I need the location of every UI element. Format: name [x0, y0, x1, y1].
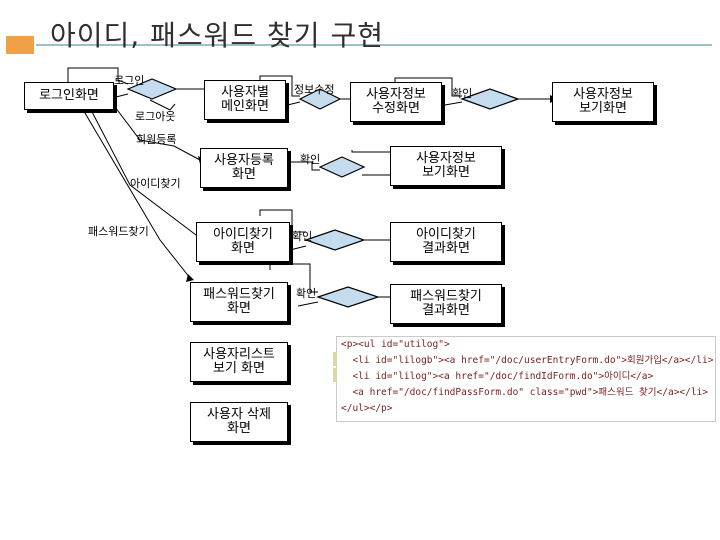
- box-id-find: 아이디찾기 화면: [196, 222, 290, 262]
- box-pw-find: 패스워드찾기 화면: [190, 282, 288, 322]
- arrow-pw-find: [186, 274, 194, 282]
- box-user-view: 사용자정보 보기화면: [390, 146, 502, 186]
- box-user-main: 사용자별 메인화면: [204, 80, 286, 120]
- decision-login: [126, 78, 178, 100]
- decision-pw-confirm: [316, 286, 380, 308]
- decision-edit-confirm: [460, 88, 520, 110]
- code-line: <p><ul id="utilog">: [341, 339, 450, 350]
- box-user-view-top: 사용자정보 보기화면: [552, 82, 654, 122]
- label-pw-find: 패스워드찾기: [88, 225, 149, 238]
- label-id-find: 아이디찾기: [130, 177, 181, 190]
- label-logout: 로그아웃: [135, 110, 176, 123]
- box-user-edit: 사용자정보 수정화면: [350, 82, 442, 122]
- label-confirm-pw: 확인: [296, 287, 317, 300]
- label-edit-info: 정보수정: [294, 83, 335, 96]
- code-line: </ul></p>: [341, 403, 393, 414]
- decision-id-confirm: [304, 229, 366, 251]
- code-line: <li id="lilogb"><a href="/doc/userEntryF…: [341, 355, 714, 366]
- code-change-marker: [333, 352, 337, 366]
- slide-title: 아이디, 패스워드 찾기 구현: [50, 19, 384, 52]
- box-login-screen: 로그인화면: [24, 82, 114, 110]
- code-change-marker: [333, 368, 337, 382]
- label-confirm-register: 확인: [300, 153, 321, 166]
- code-line: <li id="lilog"><a href="/doc/findIdForm.…: [341, 371, 654, 382]
- code-line: <a href="/doc/findPassForm.do" class="pw…: [341, 387, 709, 398]
- title-accent-square: [6, 36, 34, 54]
- box-user-register: 사용자등록 화면: [200, 148, 288, 188]
- html-code-snippet: <p><ul id="utilog"> <li id="lilogb"><a h…: [336, 336, 716, 422]
- decision-register-confirm: [318, 156, 366, 178]
- label-login: 로그인: [114, 74, 145, 87]
- box-id-result: 아이디찾기 결과화면: [390, 222, 502, 262]
- label-register: 회원등록: [136, 133, 177, 146]
- box-pw-result: 패스워드찾기 결과화면: [390, 284, 502, 324]
- label-confirm-id: 확인: [292, 230, 313, 243]
- decision-edit: [298, 88, 342, 110]
- box-user-list: 사용자리스트 보기 화면: [190, 342, 288, 382]
- box-user-delete: 사용자 삭제 화면: [190, 402, 288, 442]
- title-rule: [36, 44, 712, 46]
- label-confirm-edit: 확인: [452, 87, 473, 100]
